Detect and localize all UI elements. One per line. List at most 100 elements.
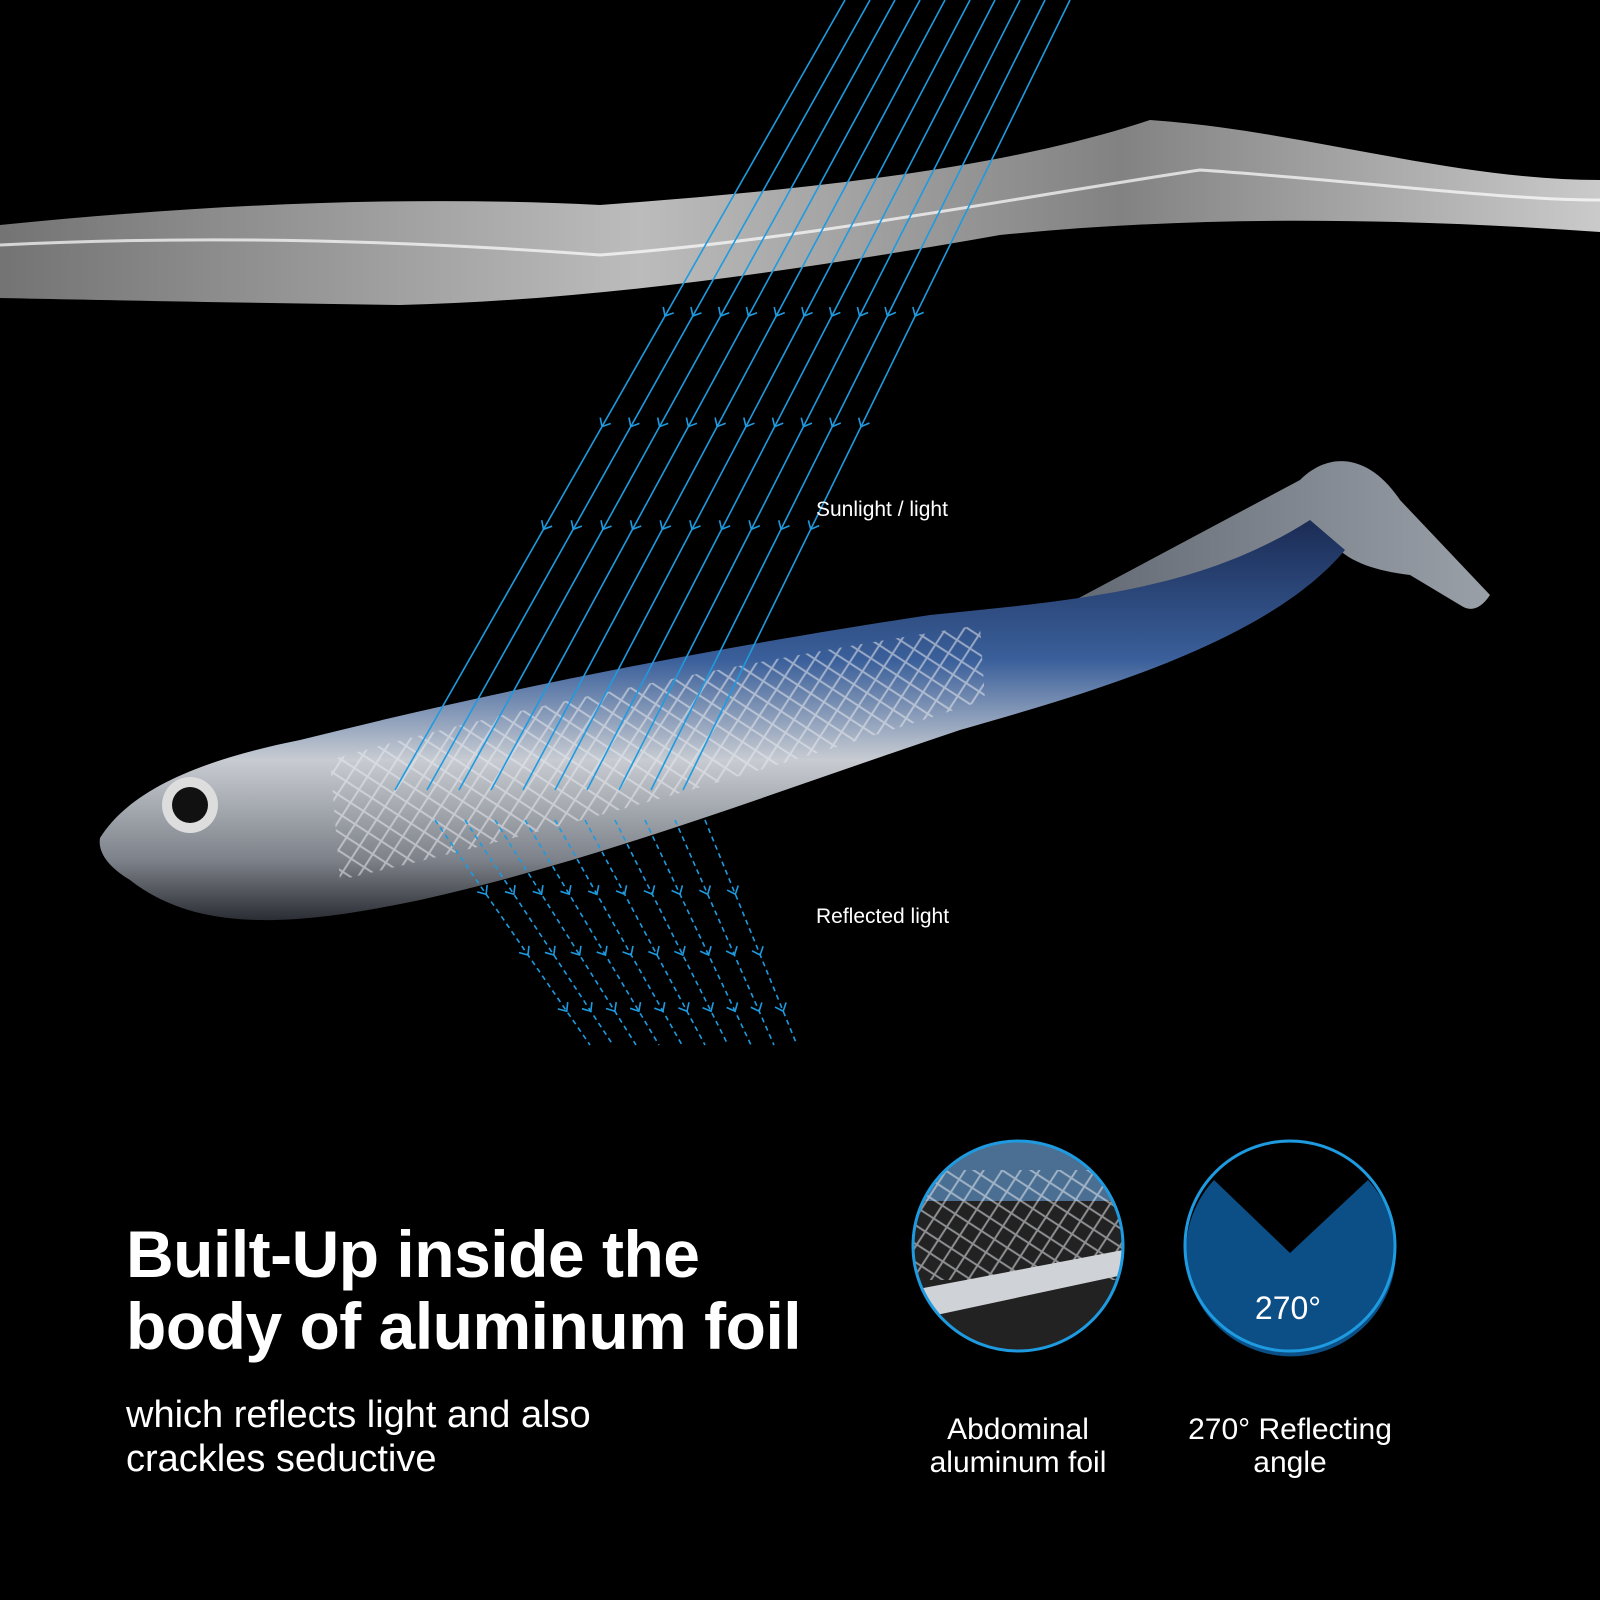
sunlight-arrow-icon <box>685 417 698 428</box>
sunlight-ray <box>586 0 996 791</box>
reflected-arrow-icon <box>726 885 740 896</box>
sunlight-ray <box>682 0 1071 791</box>
sunlight-arrow-icon <box>689 520 701 531</box>
sunlight-ray <box>426 0 871 791</box>
reflected-arrow-icon <box>750 1002 763 1013</box>
sunlight-arrow-icon <box>656 417 669 428</box>
reflected-arrow-icon <box>671 885 684 896</box>
headline-line-2: body of aluminum foil <box>126 1289 802 1363</box>
sunlight-arrow-icon <box>600 520 612 531</box>
reflected-arrow-icon <box>699 945 712 957</box>
reflected-arrow-icon <box>702 1002 715 1013</box>
sunlight-ray <box>650 0 1046 791</box>
sunlight-arrow-icon <box>748 520 761 531</box>
sunlight-arrow-icon <box>773 306 786 318</box>
subheadline-line-1: which reflects light and also <box>126 1394 591 1436</box>
sunlight-arrow-icon <box>599 417 611 428</box>
reflected-arrow-icon <box>570 945 582 957</box>
sunlight-arrow-icon <box>717 306 730 318</box>
reflected-arrow-icon <box>725 945 738 957</box>
headline-line-1: Built-Up inside the <box>126 1217 700 1291</box>
angle-wedge <box>1186 1180 1397 1357</box>
fish-pupil <box>172 787 208 823</box>
water-surface <box>0 120 1600 305</box>
reflected-arrow-icon <box>654 1002 666 1013</box>
reflected-arrow-icon <box>544 945 556 957</box>
reflected-arrow-icon <box>532 885 544 896</box>
sunlight-arrow-icon <box>856 306 869 318</box>
reflected-ray <box>614 819 729 1046</box>
reflected-arrow-icon <box>699 885 712 896</box>
sunlight-label: Sunlight / light <box>816 498 948 521</box>
sunlight-ray <box>618 0 1021 791</box>
subheadline: which reflects light and also crackles s… <box>126 1393 591 1481</box>
reflected-ray <box>644 819 752 1046</box>
reflected-ray <box>524 819 660 1046</box>
foil-closeup-circle <box>911 1139 1125 1353</box>
reflected-arrow-icon <box>673 945 686 957</box>
sunlight-ray <box>458 0 896 791</box>
sunlight-arrow-icon <box>829 417 842 428</box>
sunlight-arrow-icon <box>884 306 897 318</box>
reflected-arrow-icon <box>726 1002 739 1013</box>
sunlight-arrow-icon <box>690 306 702 318</box>
reflected-arrow-icon <box>648 945 660 957</box>
headline: Built-Up inside the body of aluminum foi… <box>126 1217 802 1363</box>
reflected-arrow-icon <box>678 1002 690 1013</box>
reflected-arrow-icon <box>622 945 634 957</box>
sunlight-ray <box>394 0 846 791</box>
sunlight-arrow-icon <box>659 520 672 531</box>
sunlight-ray <box>490 0 921 791</box>
sunlight-ray <box>554 0 971 791</box>
sunlight-arrow-icon <box>801 306 813 318</box>
fish-lure <box>99 461 1490 921</box>
sunlight-arrow-icon <box>828 306 841 318</box>
subheadline-line-2: crackles seductive <box>126 1438 437 1480</box>
reflected-ray <box>554 819 683 1046</box>
reflected-arrow-icon <box>587 885 600 896</box>
angle-value: 270° <box>1254 1290 1322 1326</box>
caption-line: aluminum foil <box>929 1446 1107 1479</box>
light-rays <box>394 0 1071 1046</box>
reflected-arrow-icon <box>560 885 572 896</box>
sunlight-arrow-icon <box>718 520 731 531</box>
reflected-arrow-icon <box>504 885 516 896</box>
sunlight-arrow-icon <box>743 417 755 428</box>
feature-caption-angle: 270° Reflecting angle <box>1160 1413 1420 1479</box>
reflected-ray <box>674 819 775 1046</box>
reflected-light-label: Reflected light <box>816 905 950 928</box>
sunlight-arrow-icon <box>807 520 820 531</box>
reflected-arrow-icon <box>643 885 656 896</box>
caption-line: 270° Reflecting <box>1188 1413 1392 1446</box>
sunlight-arrow-icon <box>771 417 784 428</box>
feature-caption-foil: Abdominal aluminum foil <box>888 1413 1148 1479</box>
reflected-arrow-icon <box>477 884 488 896</box>
reflected-arrow-icon <box>615 885 628 896</box>
fish-scales <box>330 625 985 880</box>
sunlight-arrow-icon <box>662 306 674 318</box>
sunlight-arrow-icon <box>628 417 640 428</box>
sunlight-arrow-icon <box>800 417 813 428</box>
reflected-arrow-icon <box>774 1002 787 1013</box>
reflected-arrow-icon <box>596 945 608 957</box>
reflected-arrow-icon <box>557 1001 569 1013</box>
sunlight-arrow-icon <box>629 520 642 531</box>
reflected-ray <box>434 819 591 1046</box>
reflected-arrow-icon <box>518 945 530 957</box>
caption-line: angle <box>1253 1446 1327 1479</box>
sunlight-arrow-icon <box>857 417 870 428</box>
reflected-arrow-icon <box>581 1002 593 1013</box>
sunlight-ray <box>522 0 946 791</box>
reflecting-angle-circle <box>1183 1139 1397 1357</box>
caption-line: Abdominal <box>947 1413 1089 1446</box>
sunlight-arrow-icon <box>714 417 727 428</box>
reflected-arrow-icon <box>605 1002 618 1013</box>
sunlight-arrow-icon <box>745 306 758 318</box>
sunlight-arrow-icon <box>777 520 790 531</box>
sunlight-arrow-icon <box>570 520 583 531</box>
sunlight-arrow-icon <box>912 306 924 318</box>
reflected-arrow-icon <box>629 1002 642 1013</box>
reflected-ray <box>584 819 706 1046</box>
